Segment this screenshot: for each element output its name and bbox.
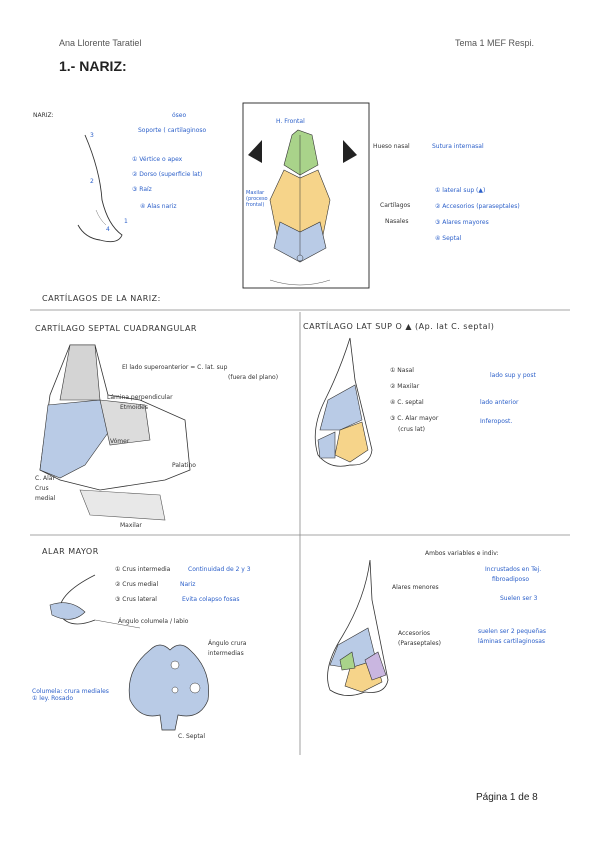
septal-vomer: Vómer — [110, 438, 130, 445]
variables-note-3: Suelen ser 3 — [500, 595, 538, 602]
septal-maxilar: Maxilar — [120, 522, 142, 529]
septal-alar: C. Alar — [35, 475, 55, 482]
septal-crus: Crus — [35, 485, 49, 492]
alar-note-1: Continuidad de 2 y 3 — [188, 566, 251, 573]
alar-angulo2: Ángulo crura — [208, 640, 247, 647]
nariz-label: NARIZ: — [33, 112, 54, 119]
skull-item-1: ① lateral sup (▲) — [435, 187, 486, 194]
septal-palatino: Palatino — [172, 462, 196, 469]
latsup-title: CARTÍLAGO LAT SUP O ▲ (Ap. lat C. septal… — [303, 322, 495, 331]
latsup-note-3: Inferopost. — [480, 418, 513, 425]
alar-angulo3: intermedias — [208, 650, 244, 657]
header-course: Tema 1 MEF Respi. — [455, 38, 535, 48]
septal-medial: medial — [35, 495, 56, 502]
nariz-num-4: 4 — [106, 226, 110, 233]
variables-note-2: fibroadiposo — [492, 576, 530, 583]
skull-nasales: Nasales — [385, 218, 409, 225]
skull-item-4: ④ Septal — [435, 235, 462, 242]
latsup-item-5: (crus lat) — [398, 426, 425, 433]
latsup-item-3: ④ C. septal — [390, 399, 424, 406]
latsup-item-1: ① Nasal — [390, 367, 414, 374]
latsup-note-1: lado sup y post — [490, 372, 536, 379]
alar-title: ALAR MAYOR — [42, 547, 99, 556]
header-author: Ana Llorente Taratiel — [59, 38, 142, 48]
page-number: Página 1 de 8 — [476, 792, 538, 803]
variables-parasept: (Paraseptales) — [398, 640, 441, 647]
variables-note-1: Incrustados en Tej. — [485, 566, 542, 573]
nariz-soporte: Soporte ( cartilaginoso — [138, 127, 207, 134]
skull-cartilagos: Cartílagos — [380, 202, 411, 209]
nariz-part-3: ③ Raíz — [132, 186, 152, 193]
nariz-soporte-oseo: óseo — [172, 112, 187, 119]
alar-item-1: ① Crus intermedia — [115, 566, 171, 573]
skull-item-3: ③ Alares mayores — [435, 219, 489, 226]
alar-item-2: ② Crus medial — [115, 581, 159, 588]
septal-borde: El lado superoanterior = C. lat. sup — [122, 364, 228, 371]
variables-accesorios: Accesorios — [398, 630, 431, 637]
latsup-note-2: lado anterior — [480, 399, 519, 406]
nariz-part-1: ① Vértice o apex — [132, 156, 183, 163]
latsup-item-4: ③ C. Alar mayor — [390, 415, 439, 422]
section-cartilagos: CARTÍLAGOS DE LA NARIZ: — [42, 294, 161, 303]
variables-alares-menores: Alares menores — [392, 584, 439, 591]
nariz-part-4: ④ Alas nariz — [140, 203, 177, 210]
nariz-num-3: 3 — [90, 132, 94, 139]
alar-septal: C. Septal — [178, 733, 206, 740]
septal-borde2: (fuera del plano) — [228, 374, 279, 381]
alar-columela: Columela: crura mediales ① ley. Rosado — [32, 688, 109, 702]
alar-item-3: ③ Crus lateral — [115, 596, 157, 603]
skull-sutura: Sutura internasal — [432, 143, 484, 150]
alar-angulo: Ángulo columela / labio — [118, 618, 189, 625]
skull-hueso-nasal: Hueso nasal — [373, 143, 410, 150]
variables-note-5: láminas cartilaginosas — [478, 638, 546, 645]
alar-note-2: Nariz — [180, 581, 196, 588]
septal-lamina: Lámina perpendicular — [107, 394, 173, 401]
latsup-item-2: ② Maxilar — [390, 383, 420, 390]
alar-note-3: Evita colapso fosas — [182, 596, 240, 603]
variables-note-4: suelen ser 2 pequeñas — [478, 628, 547, 635]
skull-frontal: H. Frontal — [276, 118, 305, 125]
nariz-num-1: 1 — [124, 218, 128, 225]
variables-heading: Ambos variables e indiv: — [425, 550, 499, 557]
septal-title: CARTÍLAGO SEPTAL CUADRANGULAR — [35, 324, 197, 333]
page-title: 1.- NARIZ: — [59, 58, 127, 74]
skull-item-2: ② Accesorios (paraseptales) — [435, 203, 520, 210]
nariz-num-2: 2 — [90, 178, 94, 185]
nariz-part-2: ② Dorso (superficie lat) — [132, 171, 203, 178]
septal-etmoides: Etmoides — [120, 404, 148, 411]
skull-maxilar: Maxilar (proceso frontal) — [246, 190, 268, 208]
